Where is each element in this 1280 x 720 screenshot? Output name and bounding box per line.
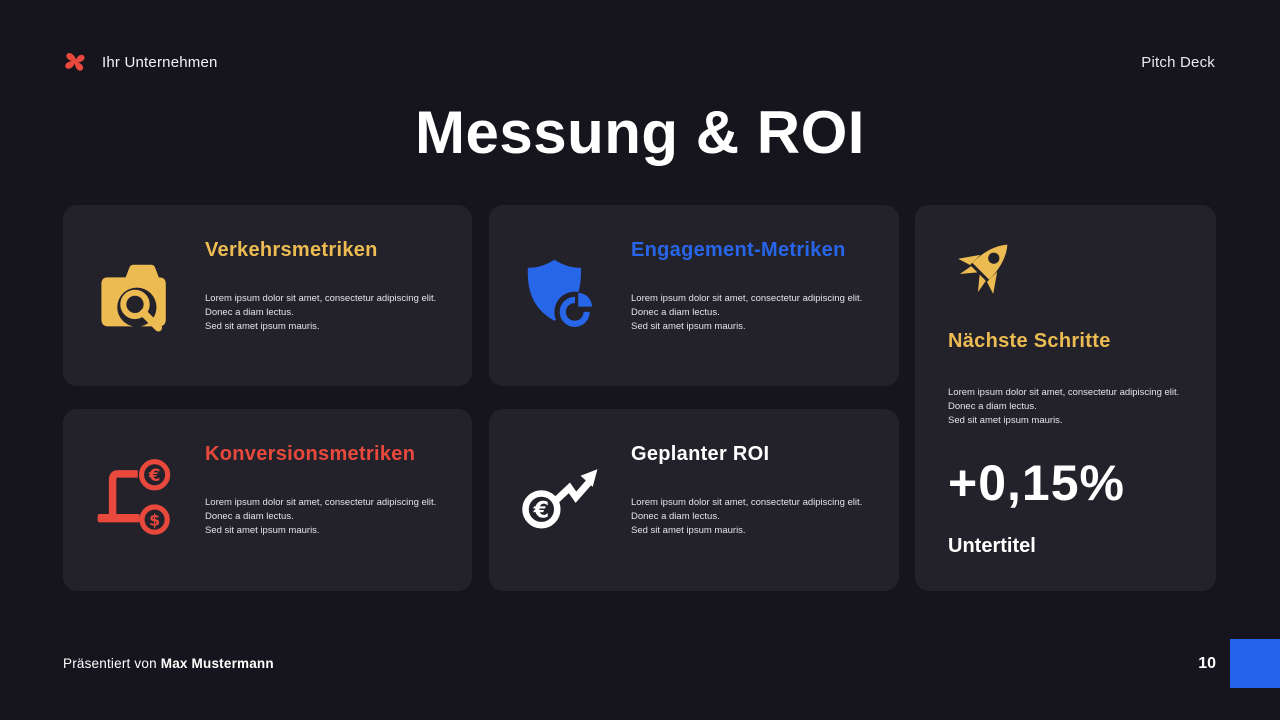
card-title: Engagement-Metriken — [631, 239, 846, 261]
body-line: Sed sit amet ipsum mauris. — [631, 525, 746, 536]
presented-by-label: Präsentiert von — [63, 656, 157, 671]
card-text: Engagement-Metriken Lorem ipsum dolor si… — [631, 205, 873, 334]
body-line: Sed sit amet ipsum mauris. — [205, 321, 320, 332]
card-body: Lorem ipsum dolor sit amet, consectetur … — [631, 292, 873, 334]
company-name: Ihr Unternehmen — [102, 53, 218, 71]
card-planned-roi: € Geplanter ROI Lorem ipsum dolor sit am… — [489, 409, 899, 591]
body-line: Lorem ipsum dolor sit amet, consectetur … — [948, 387, 1180, 398]
body-line: Donec a diam lectus. — [205, 511, 294, 522]
body-line: Sed sit amet ipsum mauris. — [948, 415, 1063, 426]
body-line: Lorem ipsum dolor sit amet, consectetur … — [631, 497, 863, 508]
card-text: Geplanter ROI Lorem ipsum dolor sit amet… — [631, 409, 873, 538]
page-number: 10 — [1198, 655, 1216, 672]
corner-accent-square — [1230, 639, 1280, 688]
body-line: Lorem ipsum dolor sit amet, consectetur … — [631, 293, 863, 304]
body-line: Sed sit amet ipsum mauris. — [631, 321, 746, 332]
rocket-icon — [948, 238, 1024, 302]
presenter-credit: Präsentiert von Max Mustermann — [63, 656, 274, 671]
svg-text:€: € — [533, 497, 550, 523]
card-conversion-metrics: € $ Konversionsmetriken Lorem ipsum dolo… — [63, 409, 472, 591]
card-body: Lorem ipsum dolor sit amet, consectetur … — [205, 496, 446, 538]
card-title: Nächste Schritte — [948, 330, 1111, 352]
svg-text:$: $ — [149, 511, 160, 530]
shield-pie-chart-icon — [519, 254, 603, 338]
body-line: Donec a diam lectus. — [948, 401, 1037, 412]
brand: Ihr Unternehmen — [60, 46, 218, 78]
presenter-name: Max Mustermann — [160, 656, 274, 671]
body-line: Sed sit amet ipsum mauris. — [205, 525, 320, 536]
card-body: Lorem ipsum dolor sit amet, consectetur … — [205, 292, 446, 334]
body-line: Donec a diam lectus. — [631, 307, 720, 318]
body-line: Donec a diam lectus. — [631, 511, 720, 522]
card-next-steps: Nächste Schritte Lorem ipsum dolor sit a… — [915, 205, 1216, 591]
body-line: Donec a diam lectus. — [205, 307, 294, 318]
deck-label: Pitch Deck — [1141, 53, 1215, 71]
card-traffic-metrics: Verkehrsmetriken Lorem ipsum dolor sit a… — [63, 205, 472, 386]
card-text: Konversionsmetriken Lorem ipsum dolor si… — [205, 409, 446, 538]
card-text: Verkehrsmetriken Lorem ipsum dolor sit a… — [205, 205, 446, 334]
body-line: Lorem ipsum dolor sit amet, consectetur … — [205, 497, 437, 508]
slide-title: Messung & ROI — [415, 99, 865, 166]
card-engagement-metrics: Engagement-Metriken Lorem ipsum dolor si… — [489, 205, 899, 386]
svg-text:€: € — [148, 465, 161, 485]
card-body: Lorem ipsum dolor sit amet, consectetur … — [948, 386, 1183, 428]
euro-growth-arrow-icon: € — [519, 458, 603, 542]
body-line: Lorem ipsum dolor sit amet, consectetur … — [205, 293, 437, 304]
card-title: Konversionsmetriken — [205, 443, 416, 465]
metric-value: +0,15% — [948, 455, 1125, 511]
top-bar: Ihr Unternehmen Pitch Deck — [60, 46, 1215, 78]
card-title: Verkehrsmetriken — [205, 239, 378, 261]
currency-funnel-icon: € $ — [93, 458, 177, 542]
card-title: Geplanter ROI — [631, 443, 770, 465]
pinwheel-logo-icon — [60, 46, 92, 78]
camera-search-icon — [93, 254, 177, 338]
card-body: Lorem ipsum dolor sit amet, consectetur … — [631, 496, 873, 538]
metric-label: Untertitel — [948, 535, 1036, 557]
